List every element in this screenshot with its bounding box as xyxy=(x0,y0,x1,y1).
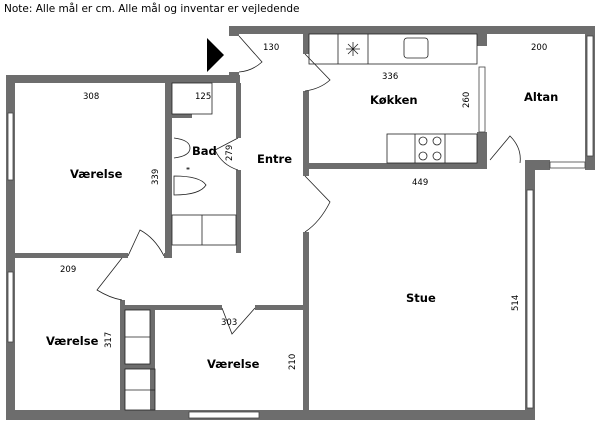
room-stue: Stue xyxy=(406,291,436,305)
dim-vaerelse-1-width: 308 xyxy=(83,92,99,102)
entrance-arrow-icon xyxy=(207,38,224,72)
sink-icon xyxy=(403,37,429,59)
room-bad: Bad xyxy=(192,144,217,158)
room-koekken: Køkken xyxy=(370,93,418,107)
dim-vaerelse-2-width: 209 xyxy=(60,265,76,275)
washbasin-icon xyxy=(173,137,191,159)
dim-vaerelse-3-depth: 210 xyxy=(288,354,298,370)
dim-bad-width: 125 xyxy=(195,92,211,102)
doors xyxy=(96,35,521,335)
room-entre: Entre xyxy=(257,152,292,166)
dim-vaerelse-3-width: 303 xyxy=(221,318,237,328)
room-altan: Altan xyxy=(524,90,558,104)
room-vaerelse-3: Værelse xyxy=(207,357,260,371)
fan-icon xyxy=(346,42,360,56)
plan-note: Note: Alle mål er cm. Alle mål og invent… xyxy=(4,3,300,15)
toilet-icon xyxy=(173,175,207,196)
dim-vaerelse-2-depth: 317 xyxy=(104,332,114,348)
dim-altan-width: 200 xyxy=(531,43,547,53)
room-vaerelse-1: Værelse xyxy=(70,167,123,181)
walls xyxy=(6,26,595,420)
stove-icon xyxy=(418,136,442,161)
furniture xyxy=(124,33,478,411)
dim-koekken-width: 336 xyxy=(382,72,398,82)
room-vaerelse-2: Værelse xyxy=(46,334,99,348)
dim-vaerelse-1-depth: 339 xyxy=(151,169,161,185)
dim-stue-width: 449 xyxy=(412,178,428,188)
dim-entre-top: 130 xyxy=(263,43,279,53)
dim-koekken-depth: 260 xyxy=(462,92,472,108)
dim-stue-depth: 514 xyxy=(511,295,521,311)
dim-bad-depth: 279 xyxy=(225,145,235,161)
windows xyxy=(7,35,594,419)
